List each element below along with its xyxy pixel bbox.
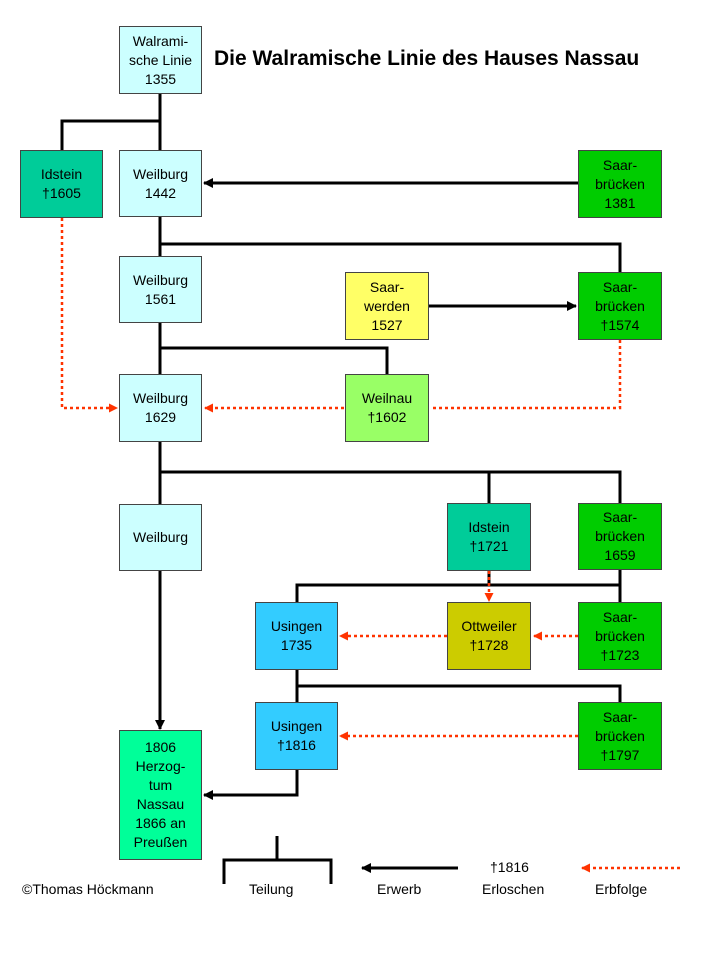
- copyright-text: ©Thomas Höckmann: [22, 881, 154, 897]
- node-weilburg-1629: Weilburg 1629: [119, 374, 202, 442]
- acquisition-arrows: [155, 178, 578, 800]
- node-saarbruecken-1574: Saar- brücken †1574: [578, 272, 662, 340]
- node-ottweiler-1728: Ottweiler †1728: [447, 602, 531, 670]
- node-weilburg-1442: Weilburg 1442: [119, 150, 202, 217]
- legend-erwerb-label: Erwerb: [377, 881, 422, 897]
- node-herzogtum-nassau: 1806 Herzog- tum Nassau 1866 an Preußen: [119, 730, 202, 860]
- node-walramische-linie-1355: Walrami- sche Linie 1355: [119, 26, 202, 94]
- node-idstein-1605: Idstein †1605: [20, 150, 103, 218]
- node-usingen-1816: Usingen †1816: [255, 702, 338, 770]
- node-saarbruecken-1381: Saar- brücken 1381: [578, 150, 662, 218]
- division-line-1735-saar: [297, 684, 622, 702]
- division-line-1355: [60, 119, 162, 150]
- division-line-1442-saar: [160, 242, 622, 272]
- legend-graphics: [222, 836, 680, 884]
- legend-erbfolge-label: Erbfolge: [595, 881, 648, 897]
- division-lines: [60, 94, 622, 702]
- division-line-1629-idstein: [160, 470, 622, 503]
- node-weilnau-1602: Weilnau †1602: [345, 374, 429, 442]
- diagram-title: Die Walramische Linie des Hauses Nassau: [214, 47, 640, 70]
- erwerb-arrow-usingen-herzogtum: [203, 770, 299, 800]
- node-saarbruecken-1659: Saar- brücken 1659: [578, 503, 662, 570]
- node-usingen-1735: Usingen 1735: [255, 602, 338, 670]
- succession-arrows: [60, 218, 622, 741]
- node-saarbruecken-1723: Saar- brücken †1723: [578, 602, 662, 670]
- legend-erloschen-symbol: †1816: [490, 859, 529, 875]
- node-saarwerden-1527: Saar- werden 1527: [345, 272, 429, 340]
- node-idstein-1721: Idstein †1721: [447, 503, 531, 571]
- division-line-1659: [295, 570, 622, 602]
- legend-erloschen-label: Erloschen: [482, 881, 545, 897]
- legend-teilung-label: Teilung: [249, 881, 294, 897]
- erbfolge-arrow-saar1574: [431, 340, 622, 410]
- erbfolge-arrow-idstein1605: [60, 218, 118, 413]
- node-saarbruecken-1797: Saar- brücken †1797: [578, 702, 662, 770]
- node-weilburg-1561: Weilburg 1561: [119, 256, 202, 323]
- node-weilburg: Weilburg: [119, 504, 202, 571]
- division-line-1561-weilnau: [160, 346, 389, 374]
